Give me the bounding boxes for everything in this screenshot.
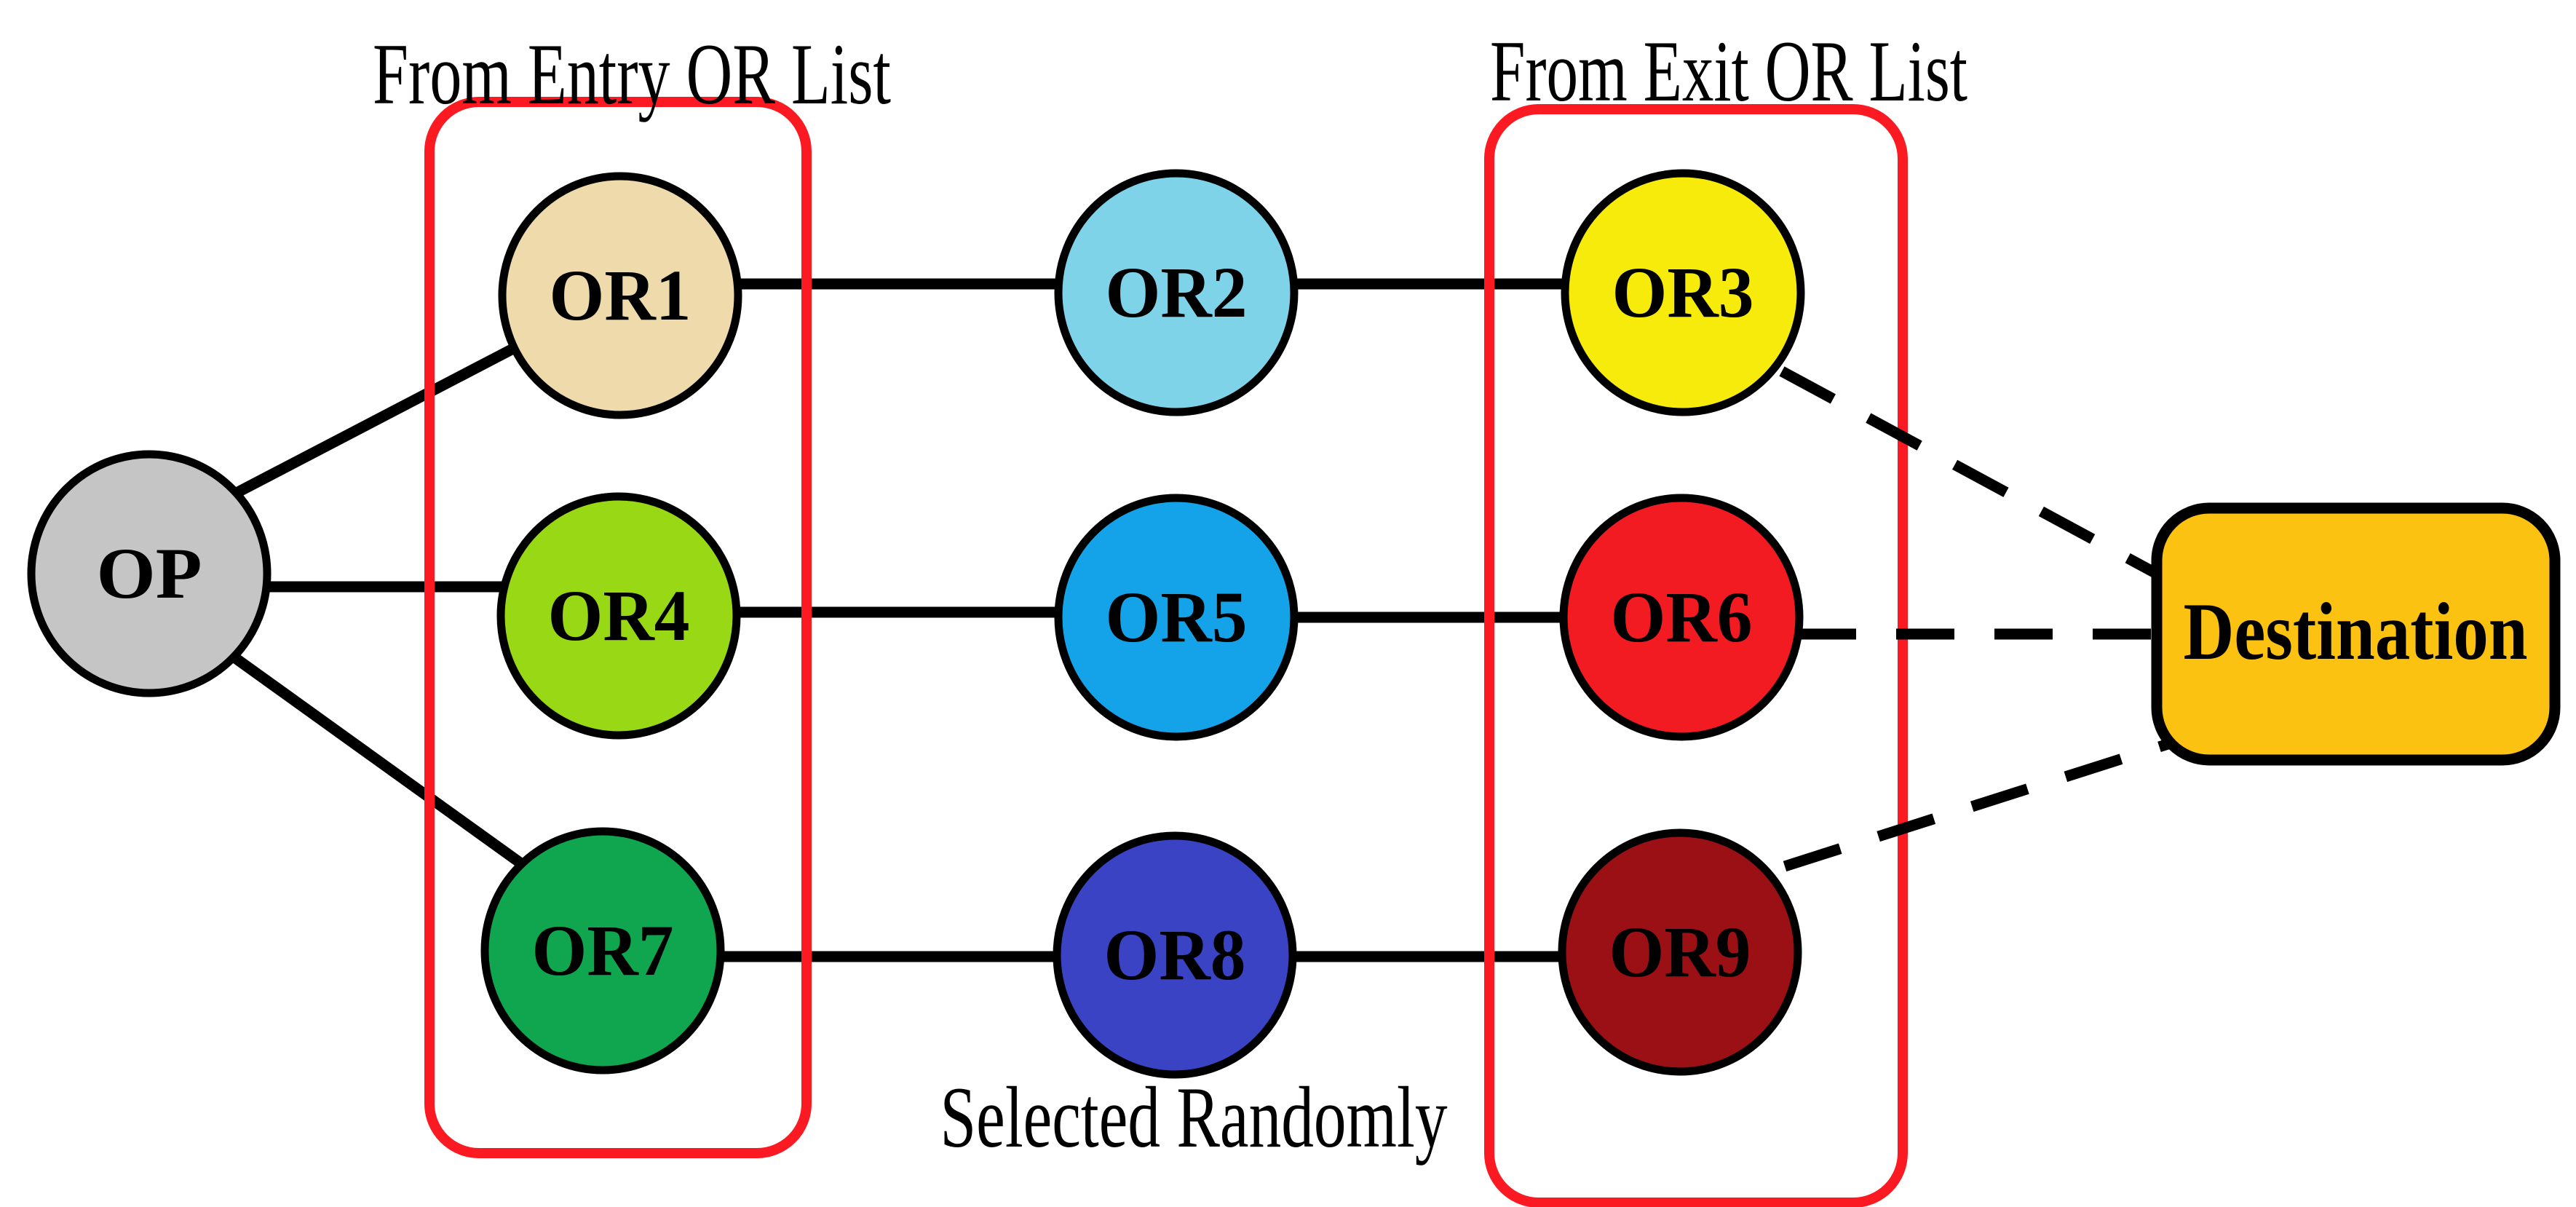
- layer-destination: Destination: [2151, 502, 2561, 766]
- node-op: [27, 450, 272, 697]
- dashed-edge-or9-destination: [1783, 737, 2175, 872]
- annotation-exit-list-label: From Exit OR List: [1490, 23, 1967, 119]
- node-label-or5: OR5: [1106, 577, 1248, 657]
- node-label-or3: OR3: [1612, 252, 1754, 333]
- node-label-or2: OR2: [1106, 252, 1248, 333]
- destination-box: [2151, 502, 2561, 766]
- node-label-or1: OR1: [550, 255, 691, 336]
- node-or1: [498, 172, 742, 419]
- node-or5: [1054, 494, 1299, 741]
- node-label-or4: OR4: [548, 575, 690, 656]
- node-or7: [480, 827, 725, 1075]
- destination-label: Destination: [2184, 587, 2528, 677]
- layer-annotations: From Entry OR List From Exit OR ListSelec…: [373, 23, 1967, 1166]
- annotation-entry-list-label: From Entry OR List: [373, 25, 891, 122]
- dashed-edge-or3-destination: [1779, 366, 2176, 587]
- node-or2: [1054, 169, 1299, 416]
- node-or3: [1561, 169, 1805, 416]
- node-or8: [1053, 831, 1297, 1079]
- node-or6: [1559, 494, 1804, 741]
- group-rect-exit-or-list: [1484, 104, 1908, 1207]
- node-or9: [1558, 828, 1802, 1076]
- node-label-or7: OR7: [532, 910, 674, 991]
- node-label-or8: OR8: [1104, 914, 1246, 995]
- node-or4: [496, 492, 741, 740]
- node-label-op: OP: [97, 533, 202, 614]
- annotation-selected-randomly-label: Selected Randomly: [940, 1069, 1448, 1166]
- node-label-or6: OR6: [1611, 577, 1753, 657]
- layer-group-rects: [424, 97, 1908, 1207]
- group-rect-entry-or-list: [424, 97, 812, 1158]
- edge-op-or7: [207, 636, 564, 897]
- layer-dashed-edges: [1779, 366, 2176, 872]
- edge-op-or1: [215, 319, 563, 507]
- node-label-or9: OR9: [1609, 911, 1751, 992]
- layer-solid-edges: [207, 278, 1587, 962]
